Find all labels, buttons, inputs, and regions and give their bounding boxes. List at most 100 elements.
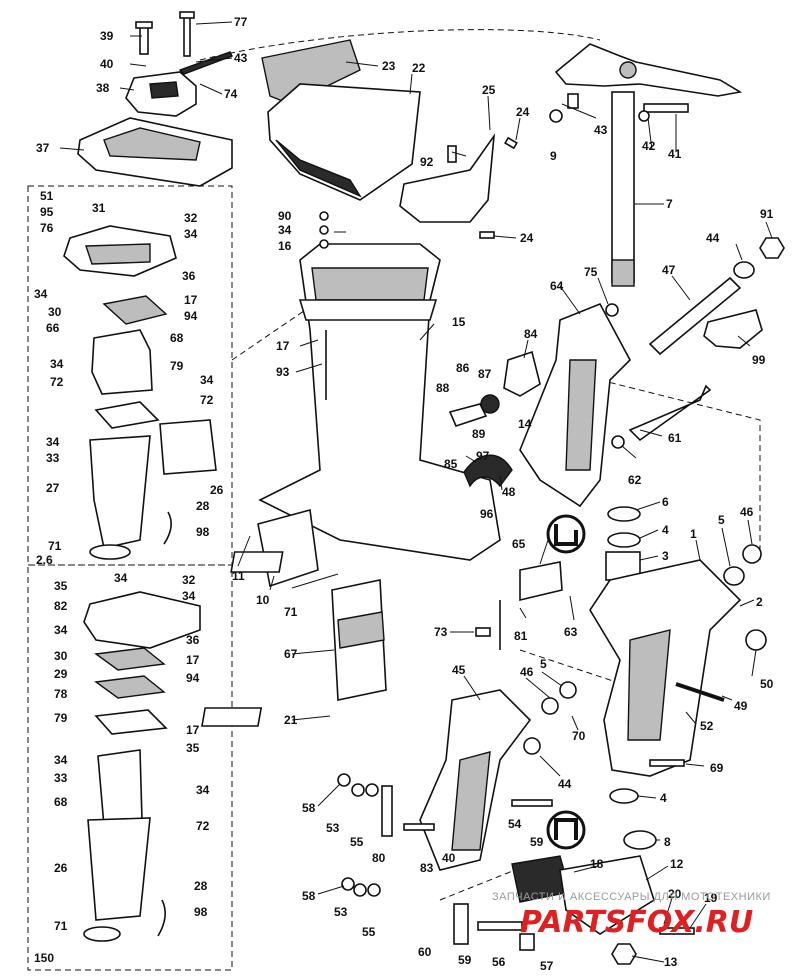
callout-13: 13	[664, 955, 678, 969]
ring-4b	[609, 788, 639, 804]
screw-92	[447, 145, 457, 163]
callout-25: 25	[482, 83, 496, 97]
callout-58: 58	[302, 801, 316, 815]
callout-70: 70	[572, 729, 586, 743]
callout-62: 62	[628, 473, 642, 487]
callout-18: 18	[590, 857, 604, 871]
callout-32: 32	[182, 573, 196, 587]
callout-88: 88	[436, 381, 450, 395]
bracket-25	[399, 133, 496, 223]
callout-96: 96	[480, 507, 494, 521]
callout-34: 34	[200, 373, 214, 387]
callout-20: 20	[668, 887, 682, 901]
callout-45: 45	[452, 663, 466, 677]
callout-68: 68	[170, 331, 184, 345]
callout-66: 66	[46, 321, 60, 335]
gasket-71a	[89, 544, 131, 560]
callout-7: 7	[666, 197, 673, 211]
callout-94: 94	[184, 309, 198, 323]
bolt-69	[649, 759, 685, 767]
nut-13	[611, 943, 637, 965]
callout-63: 63	[564, 625, 578, 639]
callout-72: 72	[196, 819, 210, 833]
watermark-tagline: ЗАПЧАСТИ И АКСЕССУАРЫ ДЛЯ МОТОТЕХНИКИ	[492, 891, 771, 903]
callout-5: 5	[718, 513, 725, 527]
callout-79: 79	[170, 359, 184, 373]
callout-labels: 39 77 40 43 38 74 23 22 37 25 24 92 24 4…	[34, 15, 774, 973]
callout-47: 47	[662, 263, 676, 277]
callout-83: 83	[420, 861, 434, 875]
washer-46a	[742, 544, 762, 564]
box-26b	[87, 817, 151, 921]
callout-54: 54	[508, 817, 522, 831]
callout-72: 72	[50, 375, 64, 389]
tube-27	[89, 435, 151, 549]
callout-30: 30	[48, 305, 62, 319]
callout-69: 69	[710, 761, 724, 775]
callout-71: 71	[48, 539, 62, 553]
tilt-tube	[648, 276, 742, 356]
washer-42	[638, 110, 650, 122]
callout-34: 34	[278, 223, 292, 237]
pin-73	[475, 627, 491, 637]
callout-14: 14	[518, 417, 532, 431]
plate-17-94	[102, 295, 168, 325]
hose-98b	[157, 899, 166, 937]
callout-39: 39	[100, 29, 114, 43]
callout-17: 17	[186, 723, 200, 737]
callout-43: 43	[594, 123, 608, 137]
tilt-lock-99	[703, 309, 763, 349]
callout-55: 55	[350, 835, 364, 849]
callout-17: 17	[186, 653, 200, 667]
gasket-79	[94, 401, 160, 429]
callout-84: 84	[524, 327, 538, 341]
callout-42: 42	[642, 139, 656, 153]
ring-6	[607, 506, 641, 522]
callout-15: 15	[452, 315, 466, 329]
callout-61: 61	[668, 431, 682, 445]
callout-68: 68	[54, 795, 68, 809]
washer-44a	[733, 261, 755, 279]
callout-78: 78	[54, 687, 68, 701]
callout-2-6: 2.6	[36, 553, 53, 567]
leader-lines	[59, 21, 773, 963]
callout-34: 34	[54, 623, 68, 637]
callout-72: 72	[200, 393, 214, 407]
callout-98: 98	[196, 525, 210, 539]
callout-58: 58	[302, 889, 316, 903]
lubricant-icon-lower	[546, 810, 586, 850]
callout-40: 40	[100, 57, 114, 71]
callout-24: 24	[516, 105, 530, 119]
cowl-to-exhaust-leader	[231, 299, 321, 361]
callout-35: 35	[186, 741, 200, 755]
callout-17: 17	[276, 339, 290, 353]
callout-44: 44	[558, 777, 572, 791]
callout-4: 4	[662, 523, 669, 537]
bushing-75	[605, 303, 619, 317]
callout-79: 79	[54, 711, 68, 725]
callout-53: 53	[326, 821, 340, 835]
callout-4: 4	[660, 791, 667, 805]
gasket-71b	[230, 551, 284, 573]
plates-29-78	[94, 647, 166, 699]
callout-92: 92	[420, 155, 434, 169]
callout-98: 98	[194, 905, 208, 919]
bushing-5b	[559, 681, 577, 699]
callout-34: 34	[34, 287, 48, 301]
callout-27: 27	[46, 481, 60, 495]
callout-73: 73	[434, 625, 448, 639]
callout-36: 36	[182, 269, 196, 283]
callout-32: 32	[184, 211, 198, 225]
callout-12: 12	[670, 857, 684, 871]
lower-group-frame	[27, 564, 233, 971]
washer-90	[319, 211, 329, 221]
callout-2: 2	[756, 595, 763, 609]
bushing-5	[723, 566, 745, 586]
housing-68b	[97, 749, 143, 827]
callout-64: 64	[550, 279, 564, 293]
screw-24a	[504, 136, 518, 150]
callout-71: 71	[54, 919, 68, 933]
callout-95: 95	[40, 205, 54, 219]
